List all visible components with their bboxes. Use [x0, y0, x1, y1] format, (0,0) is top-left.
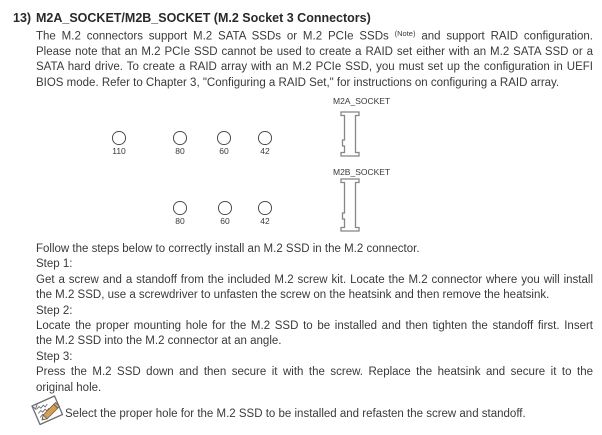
m2-socket-diagram: 110 80 60 42 M2A_SOCKET 80 60 [0, 95, 602, 245]
note-text: Select the proper hole for the M.2 SSD t… [65, 408, 526, 420]
m2b-hole-80: 80 [166, 201, 194, 226]
note-superscript: (Note) [394, 29, 416, 38]
hole-label: 60 [220, 215, 230, 226]
m2a-hole-42: 42 [251, 131, 279, 156]
m2a-hole-110: 110 [105, 131, 133, 156]
step1-line-1: Get a screw and a standoff from the incl… [36, 273, 593, 286]
m2a-socket-slot-icon [340, 111, 360, 157]
hole-label: 42 [260, 145, 270, 156]
intro-line-1: The M.2 connectors support M.2 SATA SSDs… [36, 26, 593, 45]
steps-intro-line: Follow the steps below to correctly inst… [36, 243, 420, 255]
hole-circle-icon [258, 131, 272, 145]
hole-circle-icon [217, 131, 231, 145]
hole-label: 80 [175, 145, 185, 156]
m2b-hole-60: 60 [211, 201, 239, 226]
section-number: 13) [13, 11, 32, 25]
m2a-socket-label: M2A_SOCKET [333, 96, 391, 106]
hole-circle-icon [112, 131, 126, 145]
m2b-hole-42: 42 [251, 201, 279, 226]
step1-label: Step 1: [36, 258, 73, 271]
m2a-hole-80: 80 [166, 131, 194, 156]
hole-circle-icon [218, 201, 232, 215]
intro-line-1-pre: The M.2 connectors support M.2 SATA SSDs… [36, 30, 389, 43]
step2-line-2: the M.2 SSD into the M.2 connector at an… [36, 335, 282, 348]
section-title: M2A_SOCKET/M2B_SOCKET (M.2 Socket 3 Conn… [36, 11, 371, 25]
section-heading: 13) M2A_SOCKET/M2B_SOCKET (M.2 Socket 3 … [13, 11, 371, 25]
m2b-socket-slot-icon [340, 178, 360, 232]
m2a-hole-60: 60 [210, 131, 238, 156]
step2-line-1: Locate the proper mounting hole for the … [36, 320, 593, 333]
hole-circle-icon [173, 131, 187, 145]
hole-circle-icon [173, 201, 187, 215]
step3-line-2: original hole. [36, 381, 102, 394]
hole-label: 110 [112, 145, 126, 156]
step3-line-1: Press the M.2 SSD down and then secure i… [36, 366, 593, 379]
intro-paragraph: The M.2 connectors support M.2 SATA SSDs… [36, 26, 593, 91]
intro-line-3: SATA hard drive. To create a RAID array … [36, 61, 593, 74]
intro-line-1-post: and support RAID configuration. [421, 30, 593, 43]
note-pencil-icon [31, 395, 64, 426]
hole-label: 60 [219, 145, 229, 156]
intro-line-2: Please note that an M.2 PCIe SSD cannot … [36, 45, 593, 58]
installation-steps: Follow the steps below to correctly inst… [36, 242, 593, 396]
step1-line-2: the M.2 SSD, use a screwdriver to unfast… [36, 289, 550, 302]
hole-label: 42 [260, 215, 270, 226]
hole-label: 80 [175, 215, 185, 226]
intro-line-4: BIOS mode. Refer to Chapter 3, "Configur… [36, 76, 560, 89]
step3-label: Step 3: [36, 350, 73, 363]
step2-label: Step 2: [36, 304, 73, 317]
hole-circle-icon [258, 201, 272, 215]
m2b-socket-label: M2B_SOCKET [333, 167, 391, 177]
